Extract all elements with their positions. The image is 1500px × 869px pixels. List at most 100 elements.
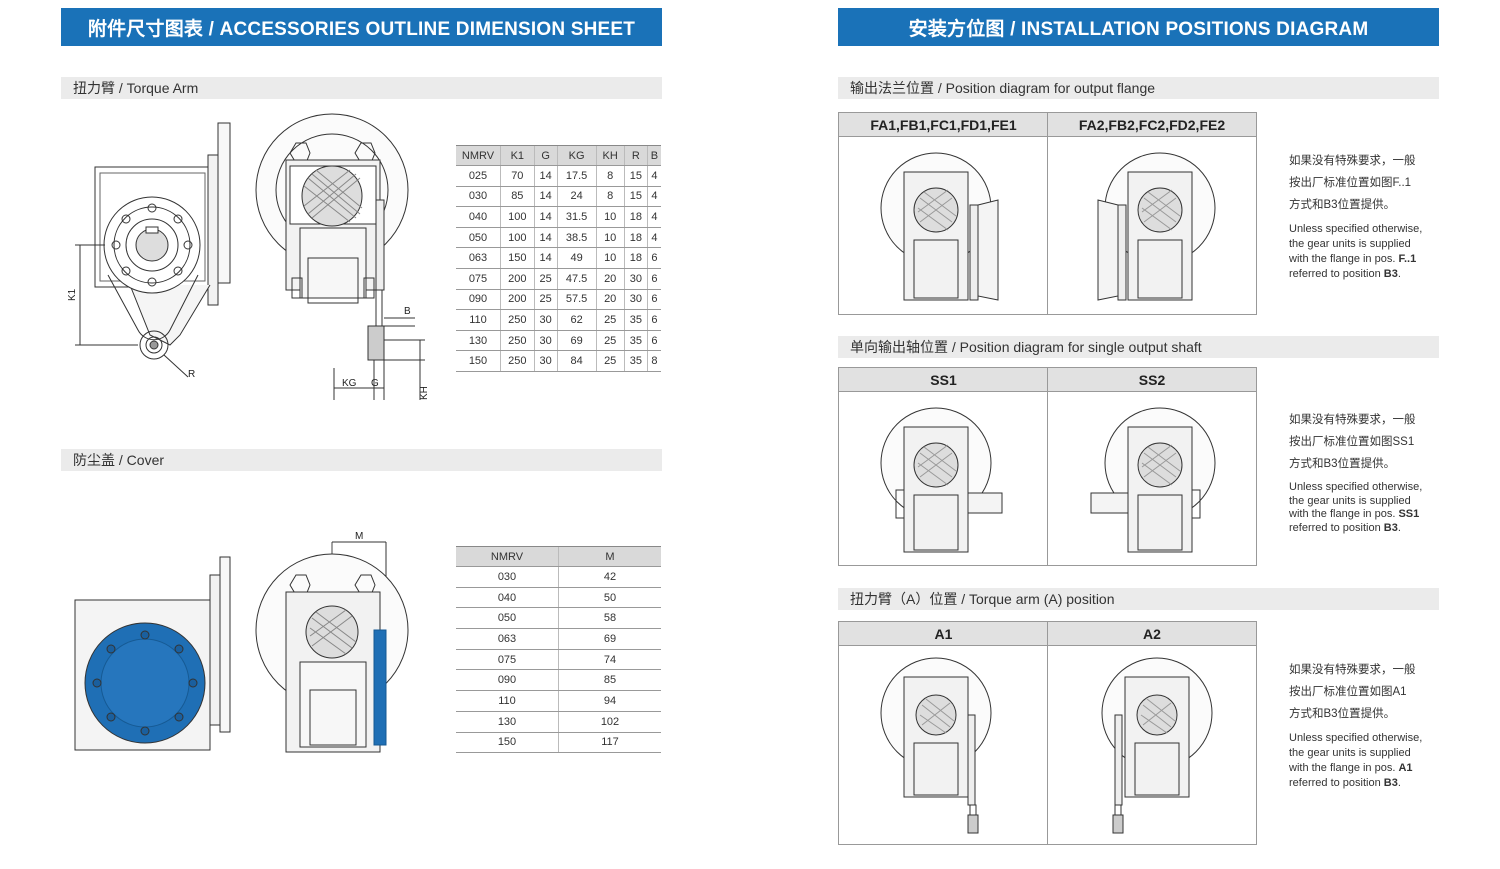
- left-banner: 附件尺寸图表 / ACCESSORIES OUTLINE DIMENSION S…: [61, 8, 662, 46]
- cell: 17.5: [556, 165, 597, 187]
- note-en-text: .: [1397, 268, 1401, 280]
- cell: 090: [456, 669, 559, 692]
- cell: 20: [595, 289, 625, 311]
- shaft-col2-header: SS2: [1048, 368, 1256, 392]
- cell: 6: [646, 330, 661, 352]
- note-en-pos: B3: [1383, 268, 1398, 280]
- cell: 30: [623, 268, 648, 290]
- note-cn-line: 如果没有特殊要求，一般: [1289, 664, 1416, 676]
- cell: 24: [556, 186, 597, 208]
- note-en-text: referred to position: [1289, 268, 1381, 280]
- cell: 6: [646, 247, 661, 269]
- note-en-line: with the flange in pos. A1: [1289, 761, 1439, 776]
- cell: 62: [556, 309, 597, 331]
- cell: 10: [595, 206, 625, 228]
- cell: 250: [500, 350, 535, 372]
- flange-section-title: 输出法兰位置 / Position diagram for output fla…: [838, 77, 1439, 99]
- cell: 31.5: [556, 206, 597, 228]
- cover-section-title: 防尘盖 / Cover: [61, 449, 662, 471]
- shaft-ss2-drawing: [1090, 407, 1216, 553]
- cell: 063: [456, 628, 559, 650]
- cell: 30: [533, 309, 558, 331]
- cell: 15: [623, 165, 648, 187]
- arm-section-title: 扭力臂（A）位置 / Torque arm (A) position: [838, 588, 1439, 610]
- cell: 8: [595, 165, 625, 187]
- flange-f2-drawing: [1097, 152, 1216, 301]
- cell: 38.5: [556, 227, 597, 249]
- cell: 100: [500, 227, 535, 249]
- col-header: G: [533, 145, 558, 166]
- col-header: R: [623, 145, 648, 166]
- cell: 18: [623, 206, 648, 228]
- arm-note: 如果没有特殊要求，一般 按出厂标准位置如图A1 方式和B3位置提供。 Unles…: [1289, 659, 1439, 791]
- shaft-note: 如果没有特殊要求，一般 按出厂标准位置如图SS1 方式和B3位置提供。 Unle…: [1289, 409, 1439, 535]
- cell: 040: [456, 587, 559, 609]
- note-cn-line: 方式和B3位置提供。: [1289, 708, 1396, 720]
- cell: 25: [595, 309, 625, 331]
- cell: 150: [456, 350, 501, 372]
- cell: 6: [646, 268, 661, 290]
- r-dim-label: R: [188, 369, 195, 380]
- shaft-ss1-drawing: [880, 407, 1003, 553]
- cell: 040: [456, 206, 501, 228]
- cell: 14: [533, 227, 558, 249]
- cell: 69: [556, 330, 597, 352]
- col-header: M: [558, 546, 661, 567]
- note-en-line: with the flange in pos. SS1: [1289, 508, 1439, 522]
- note-en-text: with the flange in pos.: [1289, 762, 1396, 774]
- note-en-pos: SS1: [1398, 508, 1420, 520]
- cell: 10: [595, 227, 625, 249]
- note-cn-line: 按出厂标准位置如图SS1: [1289, 436, 1415, 448]
- note-en-line: the gear units is supplied: [1289, 494, 1411, 507]
- cell: 70: [500, 165, 535, 187]
- arm-a2-drawing: [1101, 657, 1213, 834]
- cell: 050: [456, 227, 501, 249]
- cell: 35: [623, 309, 648, 331]
- cell: 94: [558, 690, 661, 712]
- note-en-line: the gear units is supplied: [1289, 747, 1411, 759]
- cell: 8: [646, 350, 661, 372]
- cell: 20: [595, 268, 625, 290]
- cell: 14: [533, 247, 558, 269]
- cell: 110: [456, 690, 559, 712]
- note-en-text: with the flange in pos.: [1289, 508, 1396, 520]
- cell: 200: [500, 289, 535, 311]
- cell: 42: [558, 566, 661, 588]
- right-banner: 安装方位图 / INSTALLATION POSITIONS DIAGRAM: [838, 8, 1439, 46]
- table-header-row: NMRV M: [456, 546, 661, 567]
- kh-dim-label: KH: [419, 386, 430, 400]
- note-en-line: Unless specified otherwise,: [1289, 223, 1423, 235]
- torque-arm-section-title: 扭力臂 / Torque Arm: [61, 77, 662, 99]
- note-cn-line: 方式和B3位置提供。: [1289, 199, 1396, 211]
- col-header: K1: [500, 145, 535, 166]
- cell: 117: [558, 732, 661, 754]
- cell: 84: [556, 350, 597, 372]
- cell: 10: [595, 247, 625, 269]
- note-en-line: referred to position B3.: [1289, 267, 1439, 282]
- cell: 30: [533, 350, 558, 372]
- cell: 69: [558, 628, 661, 650]
- note-en-pos: F..1: [1398, 253, 1417, 265]
- cell: 4: [646, 186, 661, 208]
- cell: 150: [500, 247, 535, 269]
- note-en-line: Unless specified otherwise,: [1289, 481, 1423, 493]
- cell: 090: [456, 289, 501, 311]
- cell: 14: [533, 165, 558, 187]
- shaft-col1-header: SS1: [839, 368, 1048, 392]
- note-en-pos: A1: [1398, 762, 1413, 774]
- torque-arm-front-drawing: B KG G KH: [255, 113, 430, 400]
- cell: 130: [456, 330, 501, 352]
- note-en: Unless specified otherwise, the gear uni…: [1289, 222, 1439, 282]
